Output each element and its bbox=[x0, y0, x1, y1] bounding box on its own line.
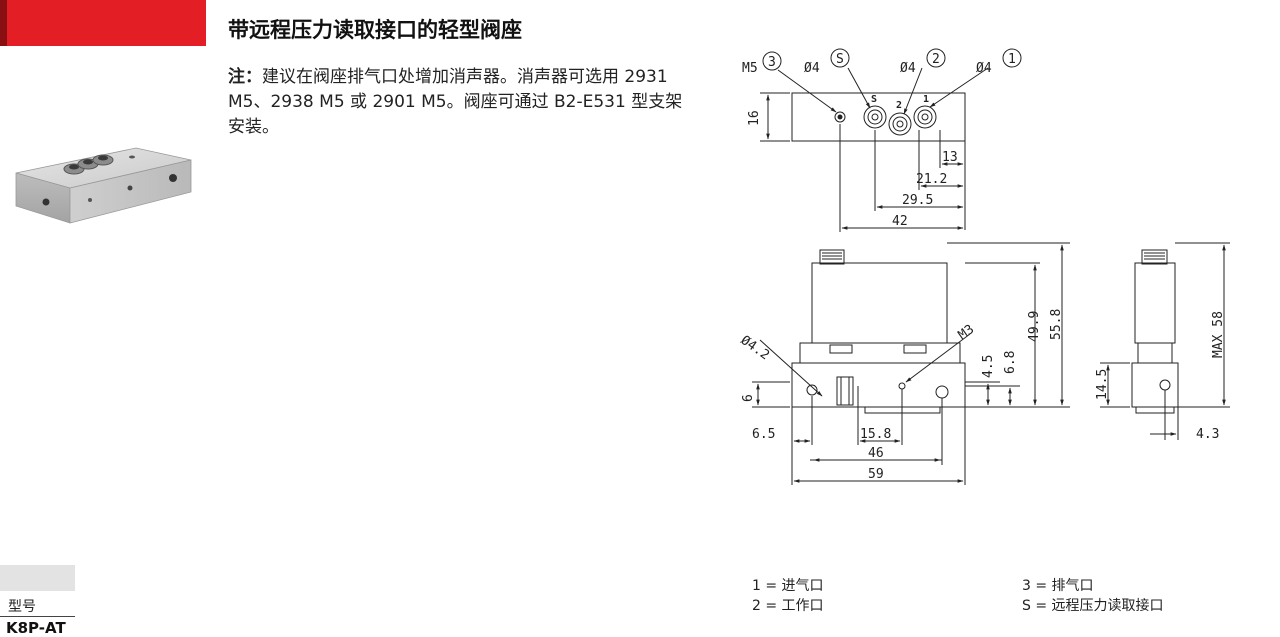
technical-drawing: M5 3 Ø4 S Ø4 2 Ø4 1 S 2 1 16 13 21.2 29.… bbox=[738, 48, 1230, 485]
dim-46: 46 bbox=[868, 446, 884, 461]
header-red-bar bbox=[0, 0, 206, 46]
legend-item-s: S = 远程压力读取接口 bbox=[1022, 598, 1164, 614]
dim-13: 13 bbox=[942, 150, 958, 165]
dim-49-9: 49.9 bbox=[1027, 311, 1042, 342]
dim-6-8: 6.8 bbox=[1003, 351, 1018, 374]
note-label: 注 bbox=[228, 67, 245, 87]
header-red-bar-accent bbox=[0, 0, 7, 46]
legend-item-2: 2 = 工作口 bbox=[752, 598, 824, 614]
callout-m5: M5 bbox=[742, 61, 758, 76]
callout-s-letter: S bbox=[836, 52, 844, 67]
callout-2-diameter: Ø4 bbox=[900, 61, 916, 76]
dim-max-58: MAX 58 bbox=[1211, 311, 1226, 358]
callout-1-diameter: Ø4 bbox=[976, 61, 992, 76]
product-photo bbox=[15, 147, 192, 224]
dim-15-8: 15.8 bbox=[860, 427, 891, 442]
legend-item-3: 3 = 排气口 bbox=[1022, 578, 1094, 594]
callout-s-diameter: Ø4 bbox=[804, 61, 820, 76]
dim-29-5: 29.5 bbox=[902, 193, 933, 208]
dim-6: 6 bbox=[741, 394, 756, 402]
port-mark-1: 1 bbox=[923, 94, 929, 105]
note-paragraph: 注：建议在阀座排气口处增加消声器。消声器可选用 2931 M5、2938 M5 … bbox=[228, 65, 698, 140]
callout-1-number: 1 bbox=[1008, 52, 1016, 67]
legend-item-1: 1 = 进气口 bbox=[752, 578, 824, 594]
table-header-bar bbox=[0, 565, 75, 591]
port-mark-2: 2 bbox=[896, 100, 902, 111]
table-model-cell: K8P-AT bbox=[6, 619, 66, 637]
callout-2-number: 2 bbox=[932, 52, 940, 67]
dim-21-2: 21.2 bbox=[916, 172, 947, 187]
dim-59: 59 bbox=[868, 467, 884, 482]
dim-m3: M3 bbox=[956, 322, 977, 343]
dim-diameter-4-2: Ø4.2 bbox=[738, 333, 772, 363]
dim-4-3: 4.3 bbox=[1196, 427, 1219, 442]
dim-14-5: 14.5 bbox=[1095, 369, 1110, 400]
table-divider bbox=[0, 616, 75, 617]
dim-6-5: 6.5 bbox=[752, 427, 775, 442]
page-title: 带远程压力读取接口的轻型阀座 bbox=[228, 18, 522, 42]
callout-3-number: 3 bbox=[768, 55, 776, 70]
port-mark-s: S bbox=[871, 94, 877, 105]
dim-55-8: 55.8 bbox=[1049, 309, 1064, 340]
table-header-label: 型号 bbox=[8, 599, 36, 615]
dim-42: 42 bbox=[892, 214, 908, 229]
note-text: 建议在阀座排气口处增加消声器。消声器可选用 2931 M5、2938 M5 或 … bbox=[228, 67, 683, 137]
dim-16: 16 bbox=[747, 110, 762, 126]
dim-4-5: 4.5 bbox=[981, 355, 996, 378]
note-colon: ： bbox=[245, 67, 262, 87]
